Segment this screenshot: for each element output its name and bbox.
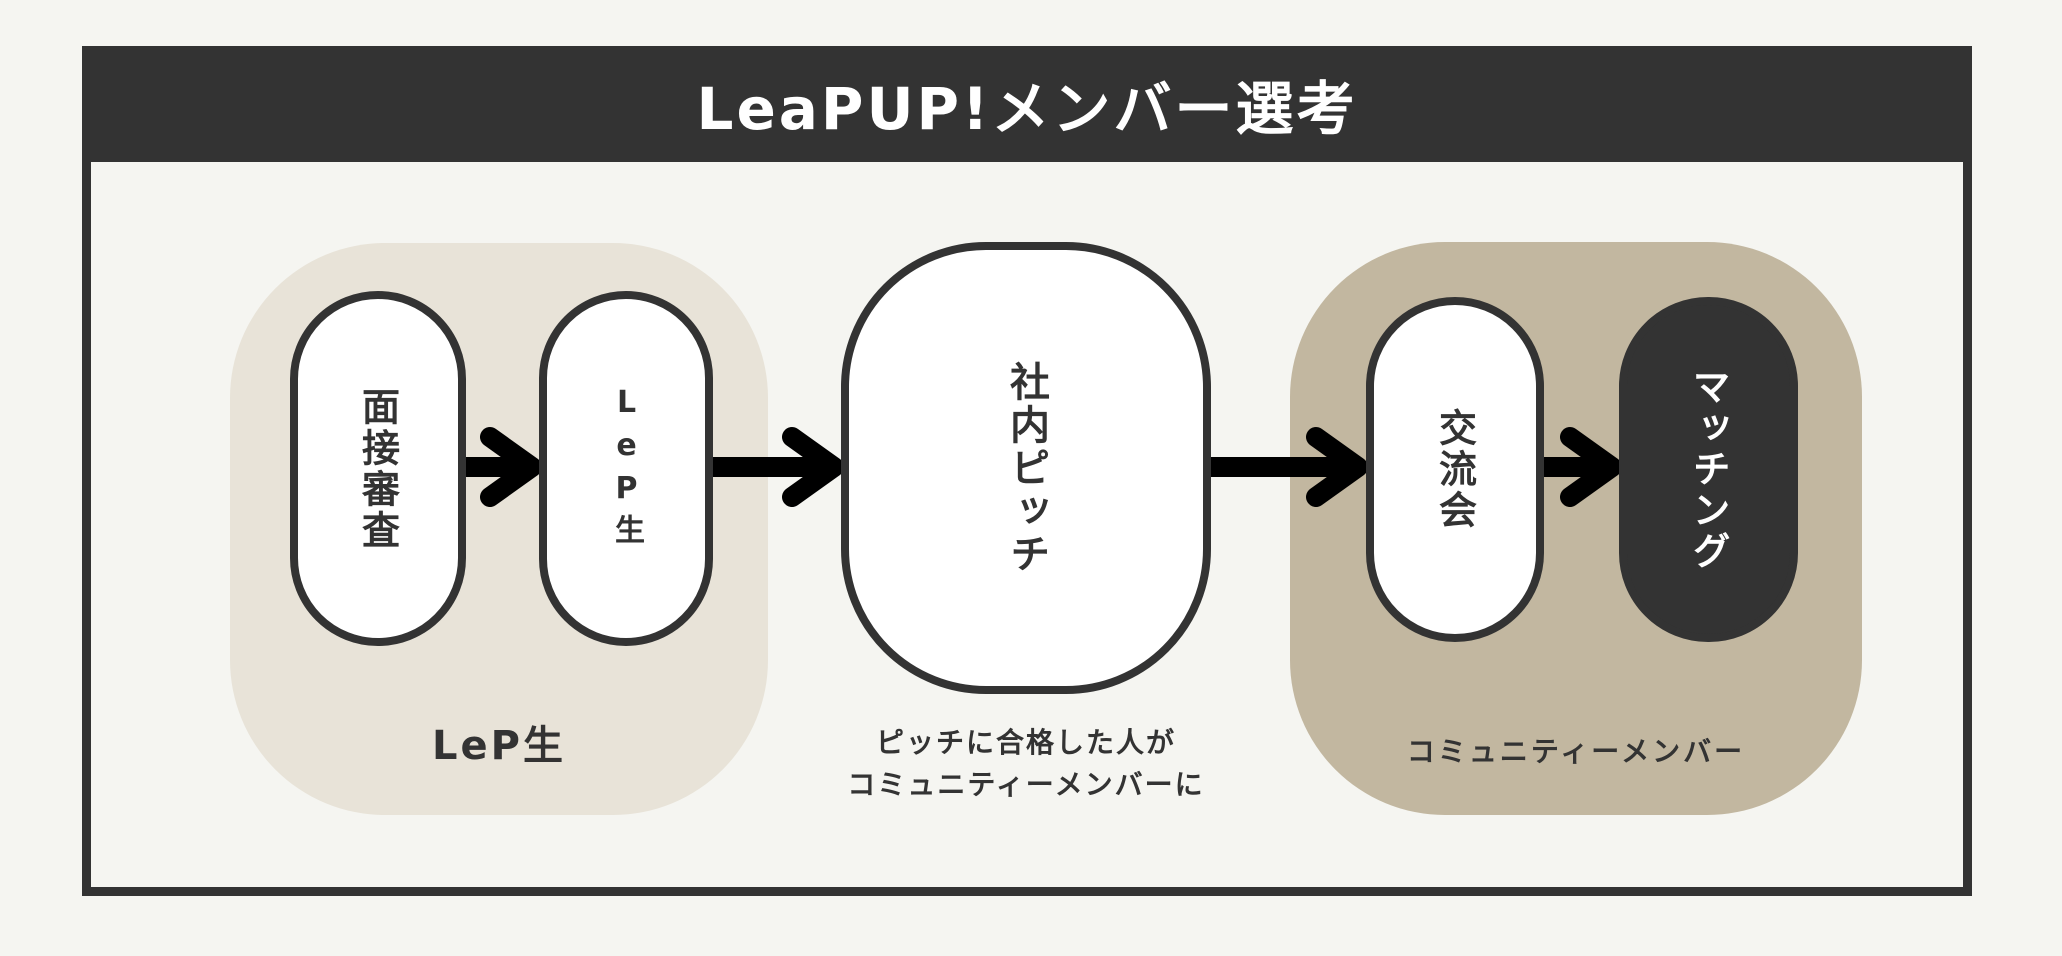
step-label: 交流会	[1432, 408, 1477, 531]
arrow-2-head	[782, 427, 844, 507]
step-label: 社内ピッチ	[1003, 360, 1049, 576]
step-interview: 面接審査	[290, 291, 466, 646]
step-matching: マッチング	[1619, 297, 1798, 642]
step-lep-student: LeP生	[539, 291, 713, 646]
pitch-caption: ピッチに合格した人が コミュニティーメンバーに	[780, 722, 1272, 806]
page-title: LeaPUP!メンバー選考	[82, 46, 1972, 162]
step-label: LeP生	[609, 385, 644, 552]
pitch-caption-line-1: ピッチに合格した人が	[875, 726, 1176, 759]
arrow-4-head	[1560, 427, 1622, 507]
group-label-community: コミュニティーメンバー	[1406, 735, 1746, 768]
arrow-3-head	[1306, 427, 1368, 507]
step-label: マッチング	[1686, 367, 1730, 572]
arrow-1-head	[480, 427, 542, 507]
step-label: 面接審査	[355, 386, 400, 551]
step-internal-pitch: 社内ピッチ	[841, 242, 1211, 694]
group-label-lep: LeP生	[432, 723, 566, 769]
step-networking: 交流会	[1366, 297, 1544, 642]
pitch-caption-line-2: コミュニティーメンバーに	[847, 768, 1205, 801]
